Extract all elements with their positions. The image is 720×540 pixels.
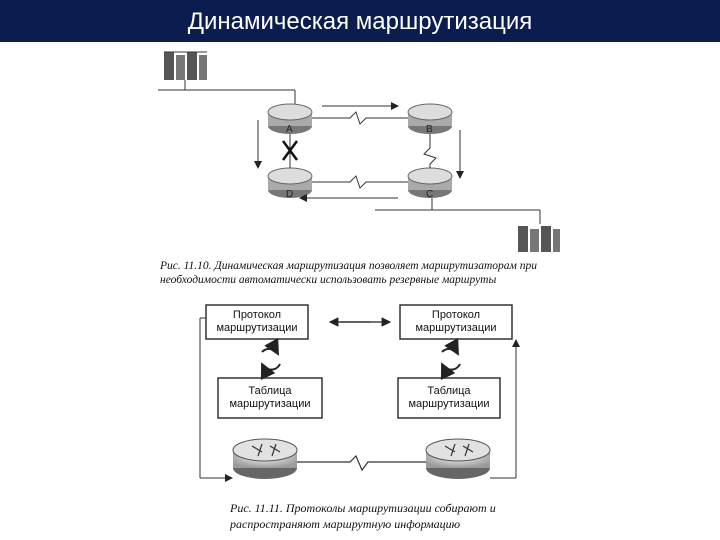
- figure-1-caption: Рис. 11.10. Динамическая маршрутизация п…: [160, 260, 538, 286]
- server-icon-bottom: [518, 226, 560, 252]
- router-c: C: [407, 167, 453, 200]
- broken-link-icon: [281, 140, 299, 161]
- router-a-label: A: [286, 124, 293, 135]
- link-b-c: [423, 134, 437, 168]
- left-protocol-box: [205, 304, 309, 340]
- link-a-b: [312, 111, 408, 125]
- router-d: D: [267, 167, 313, 200]
- server-icon-top: [164, 51, 207, 80]
- left-protocol-label: Протокол маршрутизации: [216, 309, 298, 334]
- left-cycle-icon: [260, 337, 281, 381]
- router-d-label: D: [286, 189, 293, 200]
- right-protocol-label: Протокол маршрутизации: [415, 309, 497, 334]
- right-protocol-box: [399, 304, 513, 340]
- router-link: [297, 454, 426, 472]
- right-table-label: Таблица маршрутизации: [408, 385, 490, 410]
- router-left: [232, 438, 298, 479]
- slide-header: Динамическая маршрутизация: [0, 0, 720, 42]
- router-right: [425, 438, 491, 479]
- link-d-c: [312, 175, 408, 189]
- right-cycle-icon: [440, 337, 461, 381]
- slide-title: Динамическая маршрутизация: [187, 8, 533, 35]
- router-b-label: B: [426, 124, 433, 135]
- left-table-label: Таблица маршрутизации: [229, 385, 311, 410]
- router-c-label: C: [426, 189, 433, 200]
- figure-2-caption: Рис. 11.11. Протоколы маршрутизации соби…: [230, 501, 496, 531]
- router-a: A: [267, 103, 313, 135]
- router-b: B: [407, 103, 453, 135]
- right-table-box: [397, 377, 501, 419]
